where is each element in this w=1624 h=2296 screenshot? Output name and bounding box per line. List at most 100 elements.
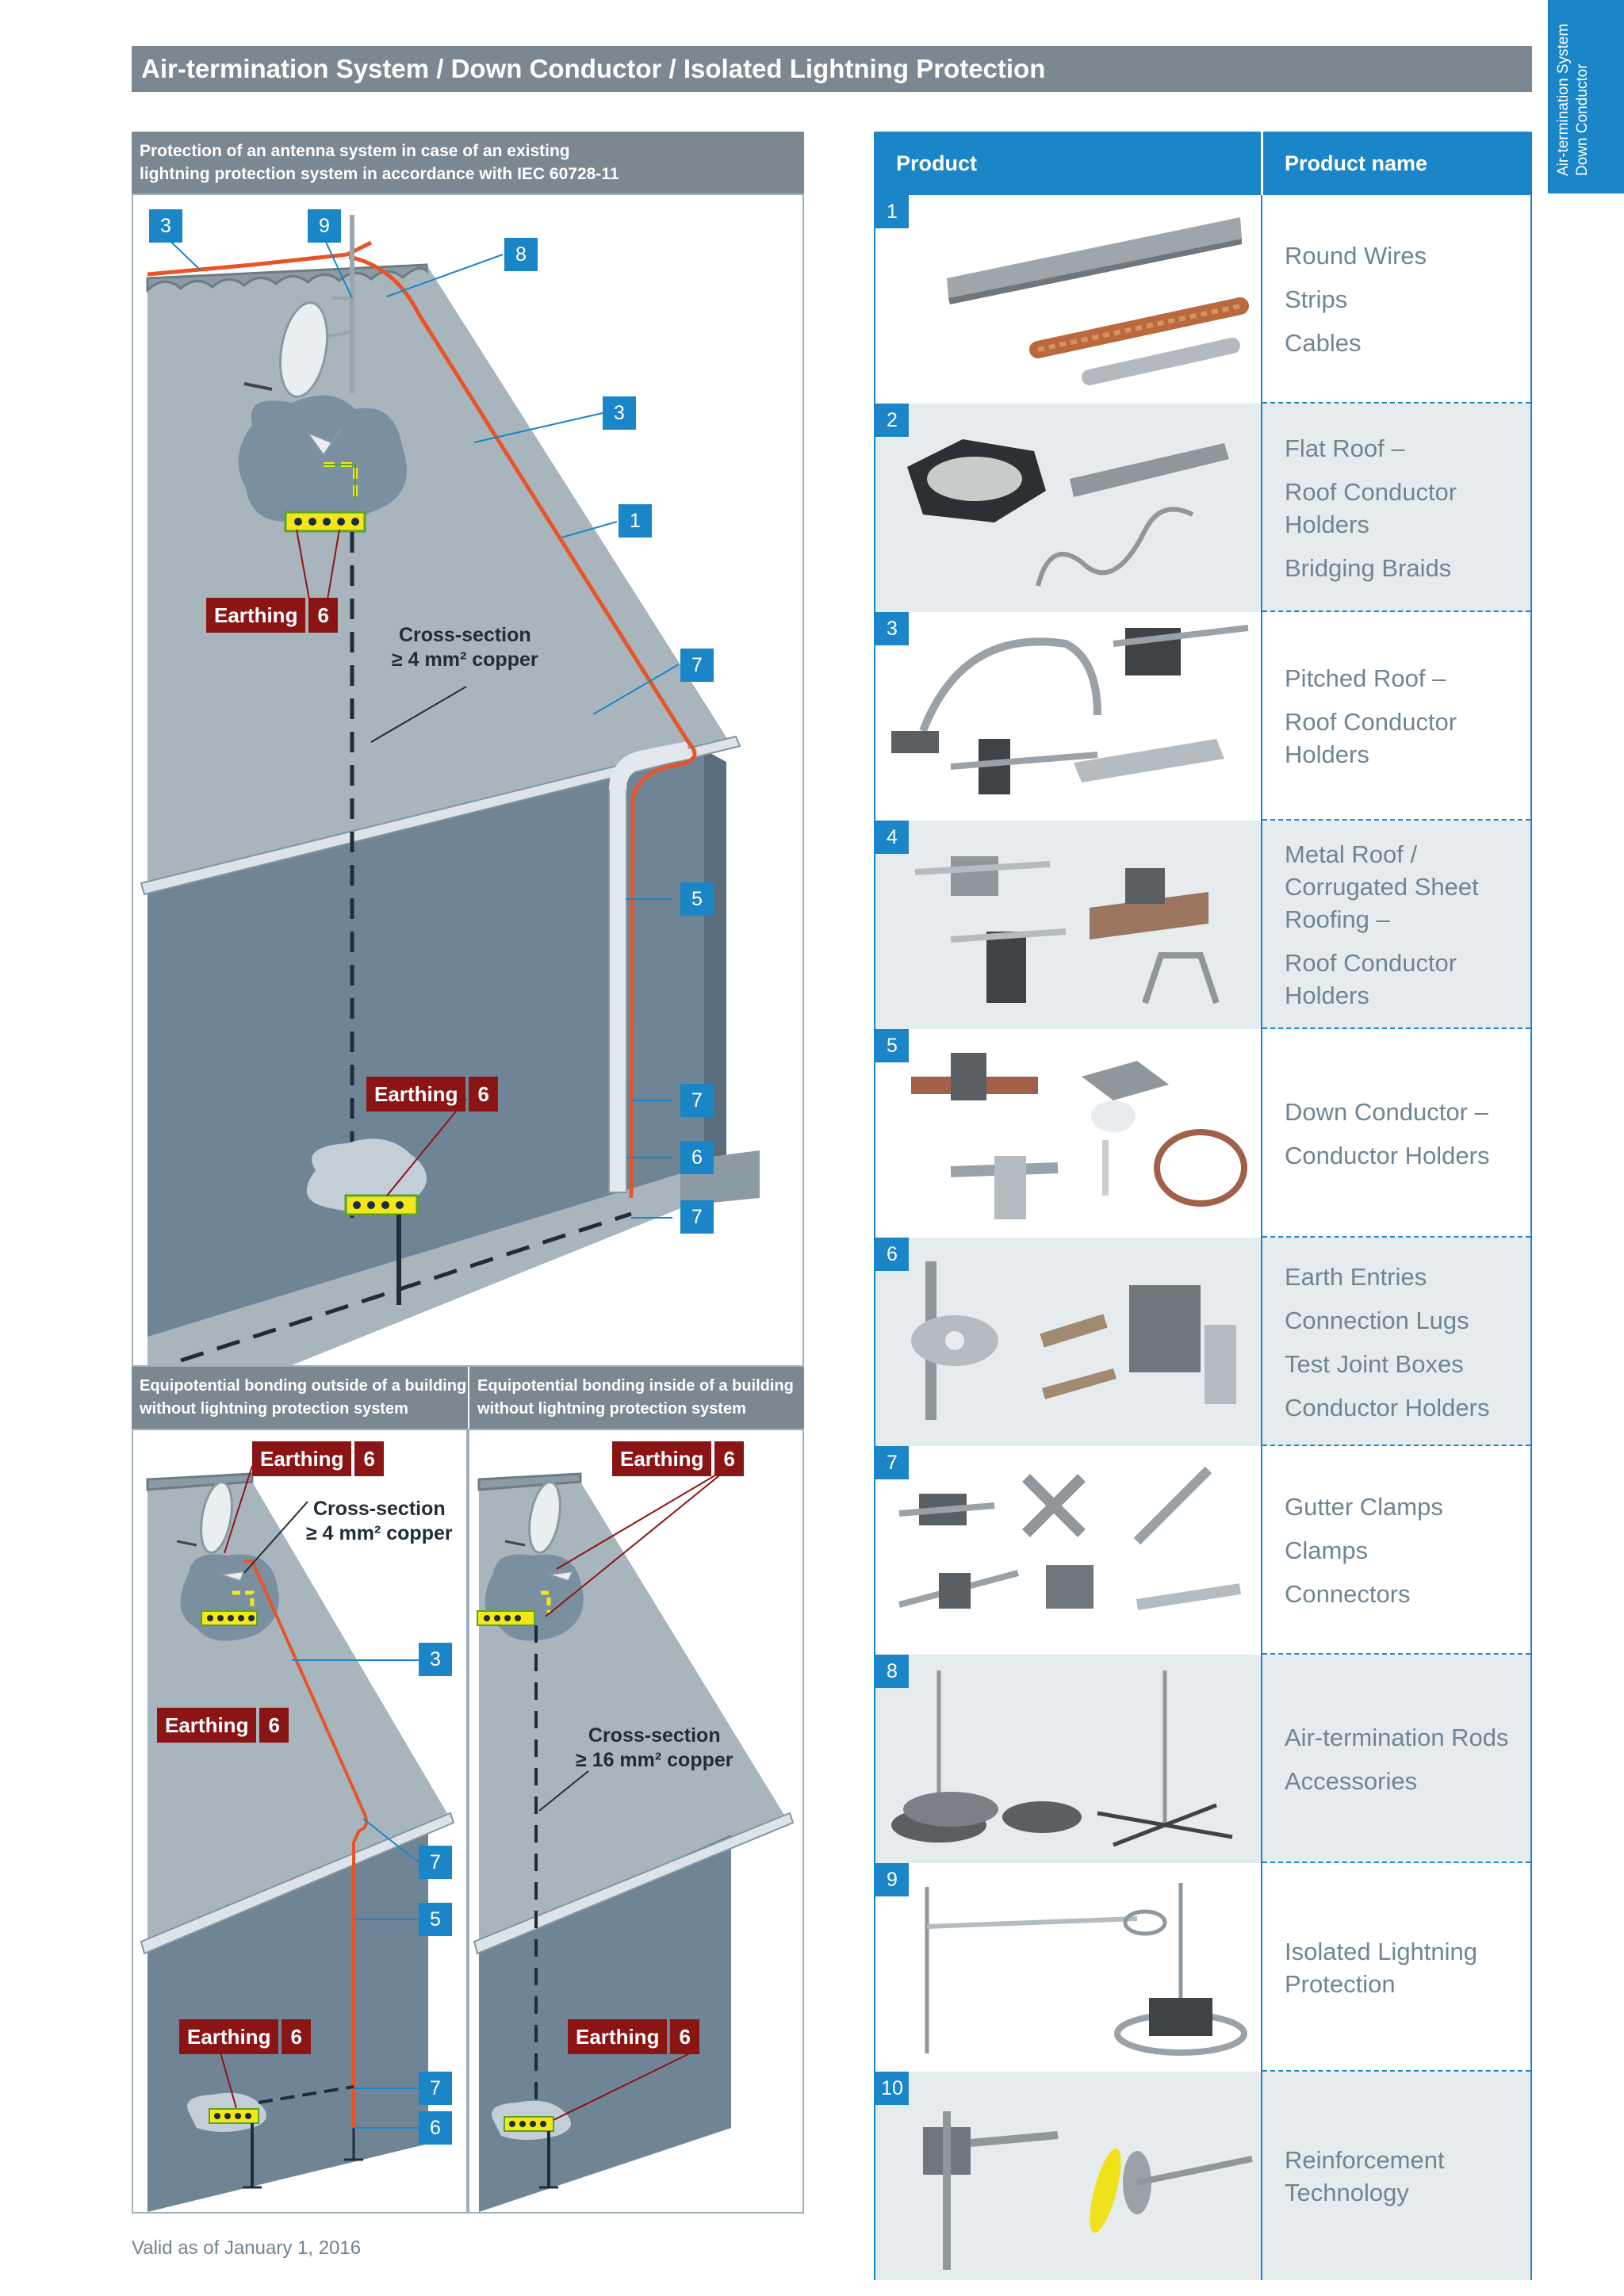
row-number: 3 (875, 612, 909, 645)
column-divider (1261, 2072, 1262, 2280)
table-row[interactable]: 5 Down Conductor – Conductor Holders (874, 1029, 1532, 1238)
column-header-product-name: Product name (1285, 151, 1428, 175)
callout-3: 3 (149, 209, 182, 243)
product-names: Air-termination Rods Accessories (1285, 1655, 1522, 1863)
main-diagram-caption: Protection of an antenna system in case … (132, 132, 804, 193)
product-name[interactable]: Roof Conductor Holders (1285, 477, 1457, 538)
caption-line: Equipotential bonding outside of a build… (140, 1377, 467, 1395)
earthing-text: Earthing (366, 1077, 466, 1112)
product-name[interactable]: Isolated Lightning Protection (1285, 1937, 1478, 1998)
cross-section-note: Cross-section ≥ 4 mm² copper (392, 623, 538, 672)
row-number: 10 (875, 2072, 909, 2105)
table-row[interactable]: 2 Flat Roof – Roof Conductor Holders Bri… (874, 404, 1532, 612)
row-divider (1262, 1445, 1530, 1446)
column-divider (1261, 404, 1262, 612)
product-name[interactable]: Clamps (1285, 1536, 1369, 1564)
column-divider (1261, 1446, 1262, 1655)
callout-7: 7 (680, 649, 714, 682)
product-name[interactable]: Conductor Holders (1285, 1393, 1490, 1422)
note-line: ≥ 16 mm² copper (576, 1749, 733, 1771)
antenna-building-illustration (140, 215, 760, 1365)
row-divider (1262, 1027, 1530, 1029)
row-number: 7 (875, 1446, 909, 1479)
product-names: Reinforcement Technology (1285, 2072, 1522, 2280)
earthing-number: 6 (282, 2019, 311, 2054)
product-name[interactable]: Roof Conductor Holders (1285, 949, 1457, 1009)
section-tab-line1: Air-termination System (1555, 23, 1572, 176)
table-row[interactable]: 10 Reinforcement Technology (874, 2072, 1532, 2280)
row-divider (1262, 1653, 1530, 1655)
header-bar: Air-termination System / Down Conductor … (132, 46, 1532, 92)
product-name[interactable]: Reinforcement Technology (1285, 2145, 1445, 2206)
table-row[interactable]: 6 Earth Entries Connection Lugs Test Joi… (874, 1238, 1532, 1446)
callout-6: 6 (419, 2111, 452, 2145)
product-name[interactable]: Roof Conductor Holders (1285, 708, 1457, 768)
product-image-clamps (898, 1466, 1242, 1610)
cross-section-note: Cross-section ≥ 4 mm² copper (306, 1497, 453, 1546)
column-divider (1261, 1238, 1262, 1446)
earthing-text: Earthing (179, 2019, 279, 2054)
table-row[interactable]: 3 Pitched Roof – Roof Conductor Holders (874, 612, 1532, 821)
callout-7: 7 (680, 1084, 714, 1117)
table-row[interactable]: 4 Metal Roof / Corrugated Sheet Roofing … (874, 821, 1532, 1029)
row-number: 9 (875, 1863, 909, 1896)
product-image-air-termination-rods (891, 1670, 1233, 1847)
column-divider (1261, 1863, 1262, 2072)
earthing-number: 6 (308, 598, 338, 633)
earthing-text: Earthing (568, 2019, 668, 2054)
row-number: 5 (875, 1029, 909, 1062)
earthing-text: Earthing (612, 1441, 712, 1476)
callout-5: 5 (419, 1903, 452, 1936)
product-name[interactable]: Earth Entries (1285, 1262, 1427, 1291)
section-tab[interactable]: Air-termination System Down Conductor (1548, 0, 1624, 193)
inside-diagram-caption: Equipotential bonding inside of a buildi… (468, 1367, 804, 1429)
product-name[interactable]: Metal Roof / Corrugated Sheet Roofing – (1285, 840, 1479, 933)
product-name[interactable]: Strips (1285, 285, 1348, 313)
callout-8: 8 (504, 238, 538, 271)
product-name[interactable]: Air-termination Rods (1285, 1723, 1509, 1751)
row-number: 4 (875, 821, 909, 854)
earthing-number: 6 (670, 2019, 699, 2054)
callout-7: 7 (680, 1200, 714, 1234)
earthing-number: 6 (354, 1441, 384, 1476)
product-name[interactable]: Pitched Roof – (1285, 664, 1446, 692)
table-row[interactable]: 1 Round Wires Strips Cables (874, 195, 1532, 404)
table-row[interactable]: 7 Gutter Clamps Clamps Connectors (874, 1446, 1532, 1655)
product-name[interactable]: Bridging Braids (1285, 553, 1452, 582)
table-row[interactable]: 8 Air-termination Rods Accessories (874, 1655, 1532, 1863)
row-divider (1262, 402, 1530, 404)
row-divider (1262, 2070, 1530, 2072)
outside-diagram-caption: Equipotential bonding outside of a build… (132, 1367, 468, 1429)
earthing-text: Earthing (206, 598, 306, 633)
product-name[interactable]: Test Joint Boxes (1285, 1349, 1464, 1378)
callout-7: 7 (419, 2072, 452, 2105)
earthing-number: 6 (259, 1708, 289, 1743)
product-image-down-conductor-holders (911, 1053, 1247, 1219)
row-number: 6 (875, 1238, 909, 1271)
note-line: Cross-section (312, 1498, 446, 1520)
product-name[interactable]: Cables (1285, 329, 1362, 357)
section-tab-line2: Down Conductor (1574, 63, 1591, 176)
product-name[interactable]: Connection Lugs (1285, 1306, 1469, 1334)
earthing-number: 6 (469, 1077, 498, 1112)
product-image-metal-roof-holders (914, 856, 1220, 1004)
product-image-pitched-roof-holders (891, 625, 1249, 794)
product-name[interactable]: Down Conductor – (1285, 1097, 1488, 1126)
note-line: Cross-section (588, 1724, 721, 1747)
callout-5: 5 (680, 882, 714, 916)
product-name[interactable]: Connectors (1285, 1580, 1411, 1608)
product-name[interactable]: Flat Roof – (1285, 434, 1405, 462)
product-name[interactable]: Conductor Holders (1285, 1141, 1490, 1169)
product-name[interactable]: Gutter Clamps (1285, 1493, 1443, 1521)
product-names: Gutter Clamps Clamps Connectors (1285, 1446, 1522, 1655)
product-name[interactable]: Accessories (1285, 1766, 1418, 1795)
row-divider (1262, 610, 1530, 612)
product-name[interactable]: Round Wires (1285, 242, 1427, 270)
table-row[interactable]: 9 Isolated Lightning Protection (874, 1863, 1532, 2072)
